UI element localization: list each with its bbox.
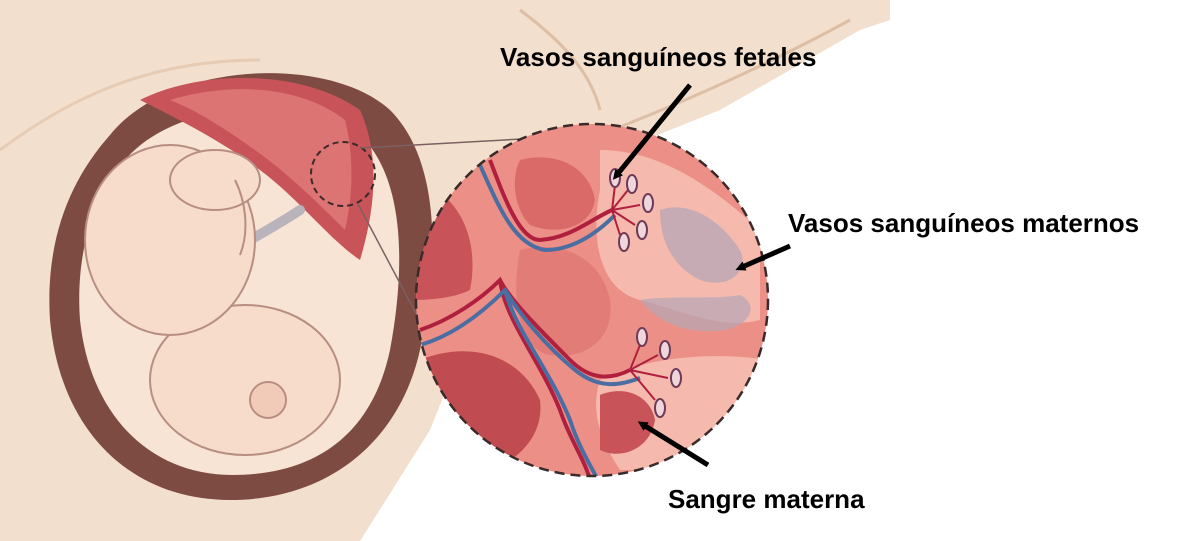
label-maternal-vessels: Vasos sanguíneos maternos bbox=[788, 208, 1139, 239]
label-fetal-vessels: Vasos sanguíneos fetales bbox=[500, 42, 816, 73]
label-maternal-blood: Sangre materna bbox=[668, 484, 865, 515]
